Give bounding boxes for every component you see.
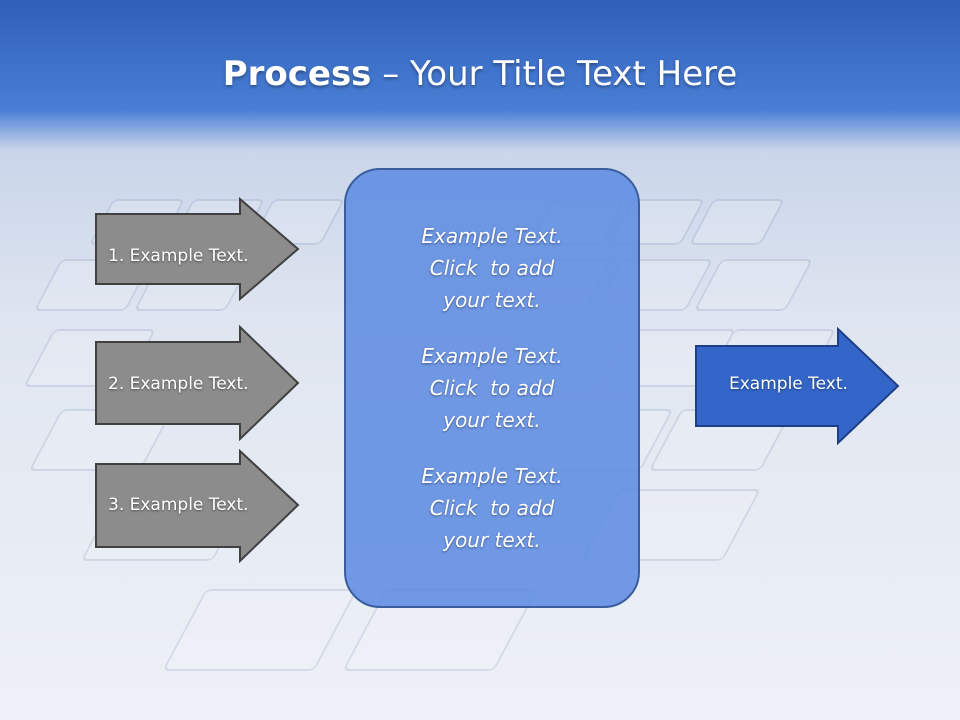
center-text-line: Click to add xyxy=(429,256,555,280)
input-arrow-1 xyxy=(95,197,300,301)
center-text-line: your text. xyxy=(443,288,541,312)
input-arrow-2 xyxy=(95,325,300,441)
input-arrow-3-label: 3. Example Text. xyxy=(108,495,249,515)
title-rest: – Your Title Text Here xyxy=(371,54,738,94)
center-text-block-3: Example Text. Click to add your text. xyxy=(421,460,562,556)
input-arrow-3 xyxy=(95,449,300,563)
title-bold: Process xyxy=(222,54,372,94)
center-text-line: Example Text. xyxy=(421,224,563,248)
center-text-line: your text. xyxy=(443,528,541,552)
output-arrow xyxy=(695,327,900,445)
center-text-line: Example Text. xyxy=(421,464,563,488)
center-text-block-2: Example Text. Click to add your text. xyxy=(421,340,562,436)
output-arrow-label: Example Text. xyxy=(729,374,848,394)
center-text-block-1: Example Text. Click to add your text. xyxy=(421,220,562,316)
input-arrow-1-label: 1. Example Text. xyxy=(108,246,249,266)
center-text-line: Example Text. xyxy=(421,344,563,368)
center-text-line: your text. xyxy=(443,408,541,432)
slide-title: Process – Your Title Text Here xyxy=(0,52,960,96)
center-process-box: Example Text. Click to add your text. Ex… xyxy=(344,168,640,608)
center-text-line: Click to add xyxy=(429,376,555,400)
center-text-line: Click to add xyxy=(429,496,555,520)
input-arrow-2-label: 2. Example Text. xyxy=(108,374,249,394)
